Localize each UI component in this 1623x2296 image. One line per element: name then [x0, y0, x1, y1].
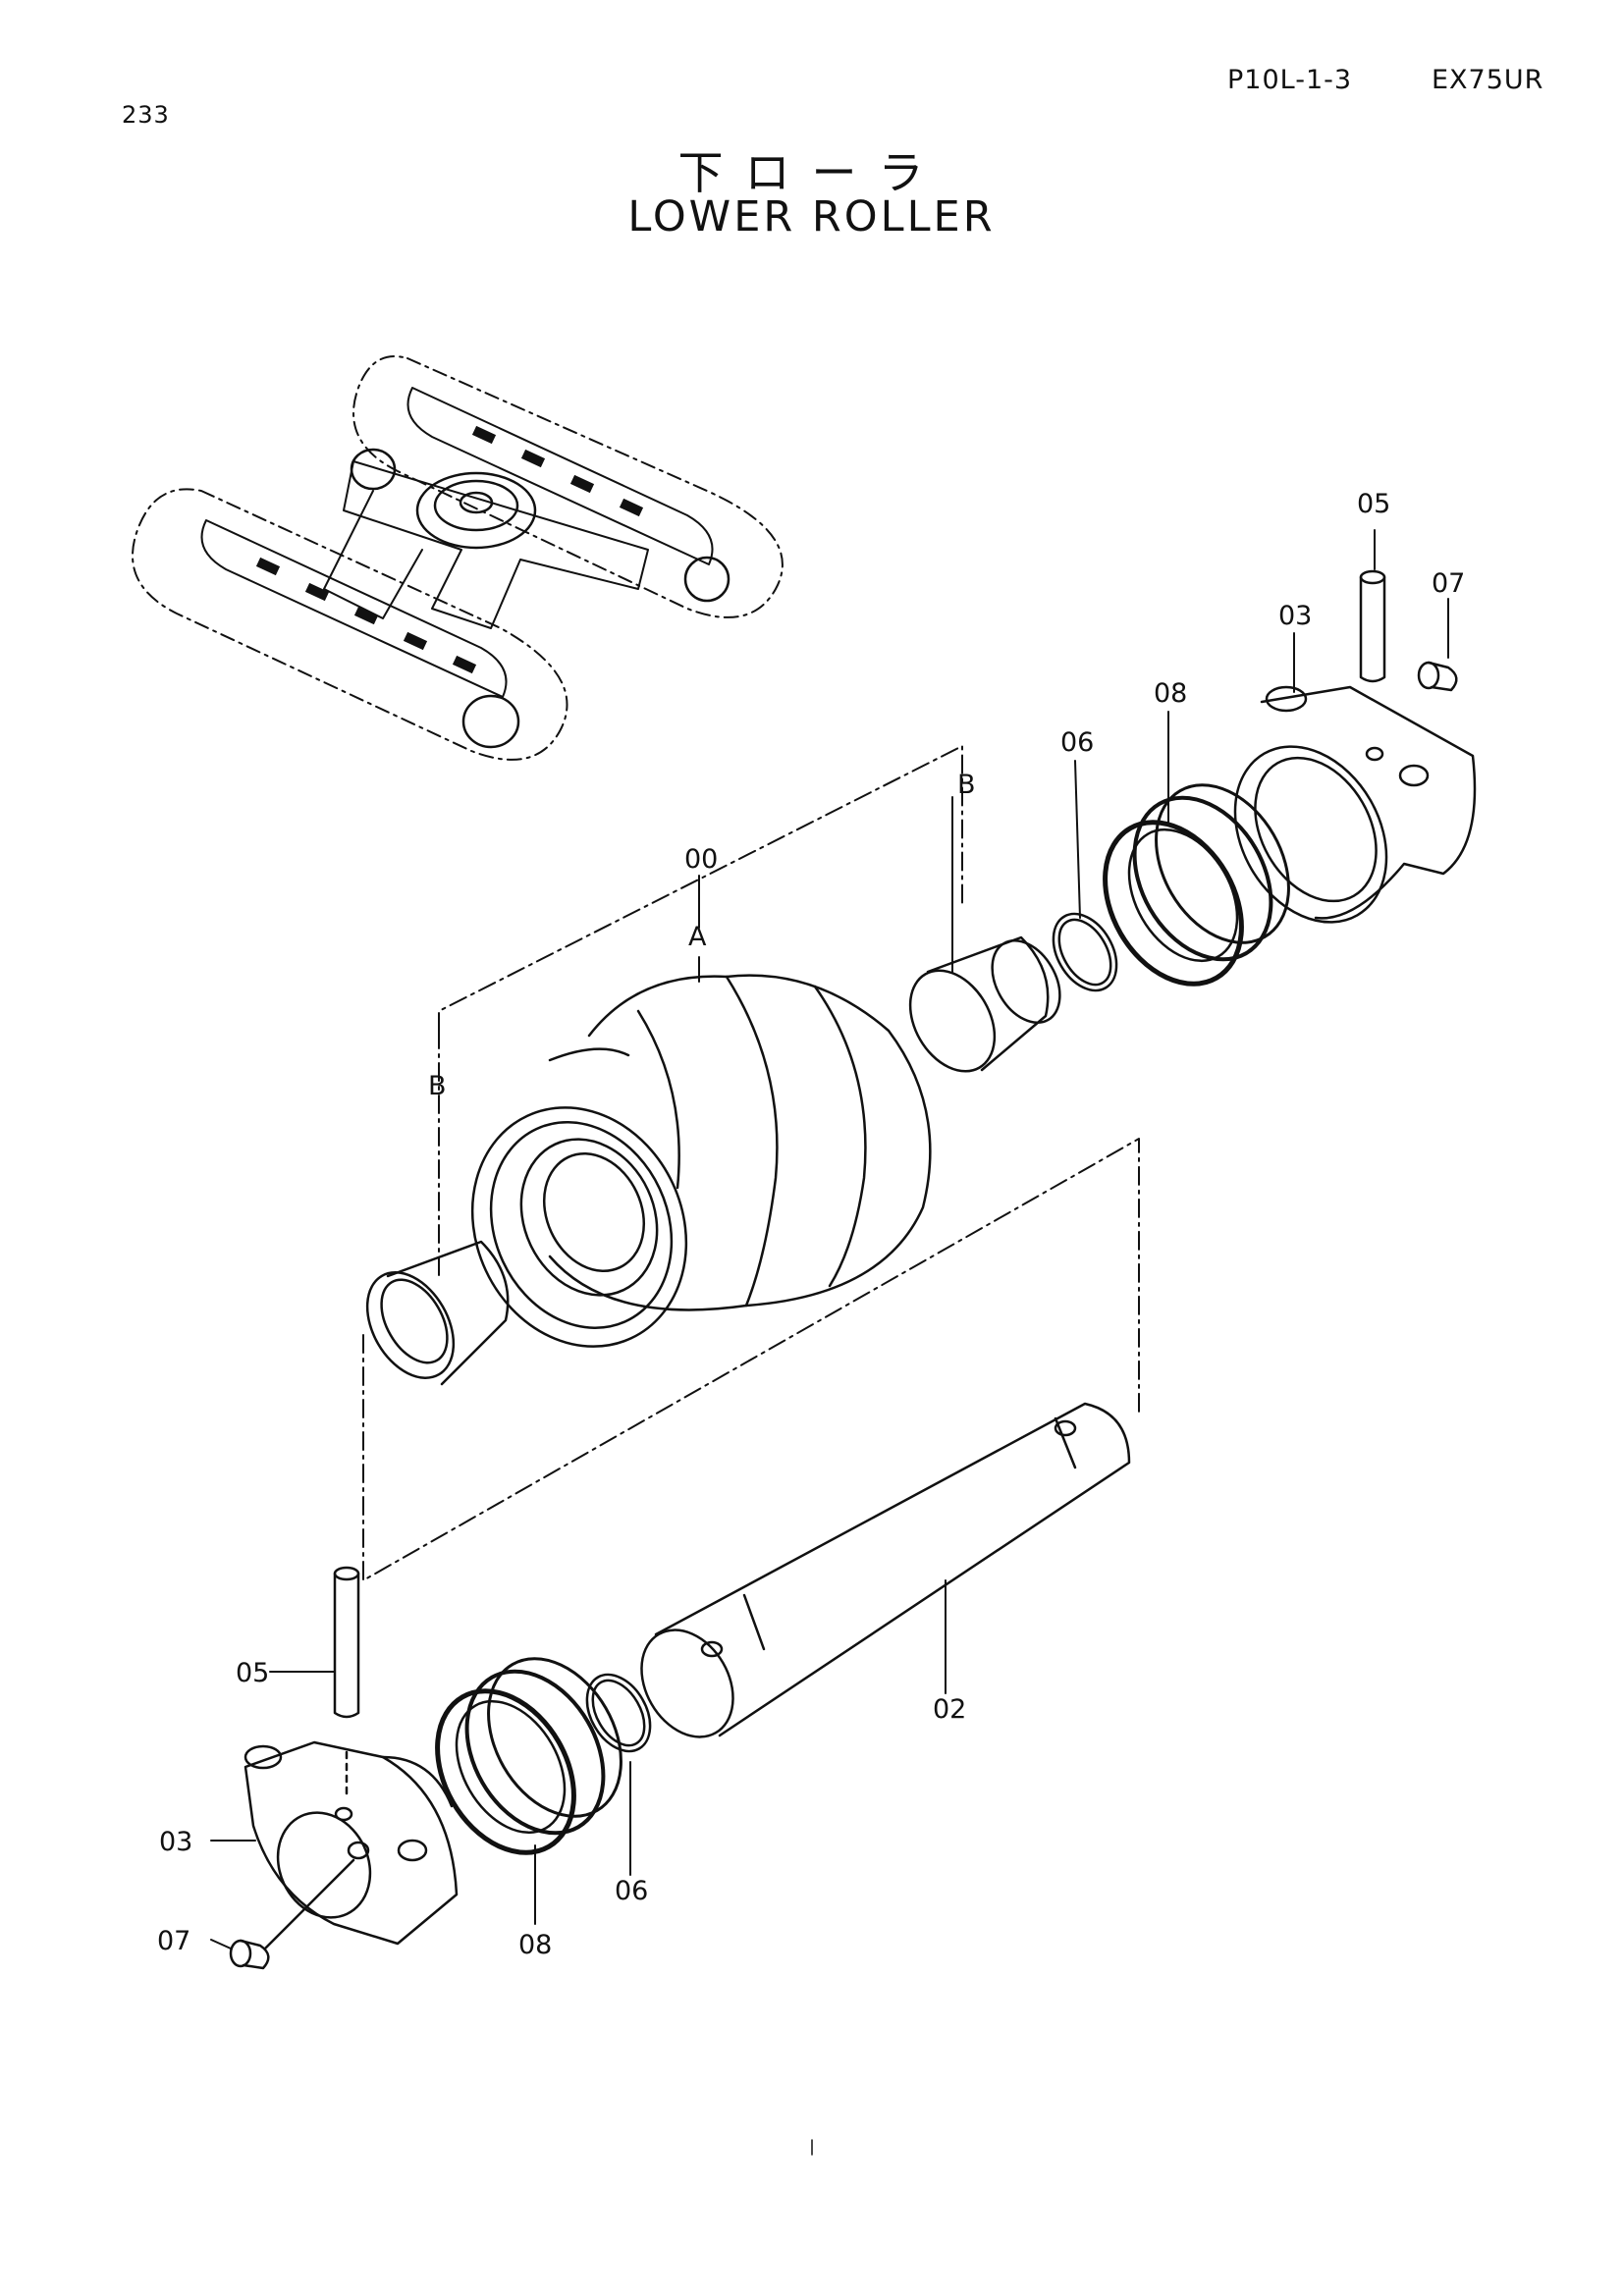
bushing-right [908, 935, 1061, 1073]
ref-label-b-left: B [428, 1071, 447, 1101]
callout-06-top: 06 [1060, 727, 1094, 758]
title-english: LOWER ROLLER [627, 192, 996, 241]
callout-08-top: 08 [1154, 678, 1187, 709]
model-code: EX75UR [1432, 65, 1544, 95]
reference-lines [362, 745, 1140, 1581]
pin-right [1359, 569, 1386, 683]
title-japanese: 下ローラ [677, 146, 946, 199]
plug-right [1417, 661, 1458, 692]
leader-lines [210, 529, 1449, 1949]
page-code: P10L-1-3 [1227, 65, 1353, 95]
bushing-left [365, 1240, 510, 1386]
callout-05-top: 05 [1357, 489, 1390, 519]
lower-roller-body [470, 974, 932, 1348]
o-ring-right [1052, 912, 1118, 992]
callout-00: 00 [684, 844, 718, 875]
callout-07-top: 07 [1432, 568, 1465, 599]
callout-08-bottom: 08 [518, 1930, 552, 1960]
plug-left [229, 1858, 355, 1970]
callout-03-top: 03 [1278, 601, 1312, 631]
pin-left [333, 1566, 360, 1798]
bracket-right [1233, 685, 1477, 924]
shaft [640, 1402, 1131, 1738]
callout-05-bottom: 05 [236, 1658, 269, 1688]
bracket-left [243, 1740, 459, 1946]
ref-label-a: A [688, 922, 707, 952]
callout-07-bottom: 07 [157, 1926, 190, 1956]
floating-seal-left [435, 1657, 622, 1855]
undercarriage-overview [132, 355, 784, 761]
callout-06-bottom: 06 [615, 1876, 648, 1906]
callout-02: 02 [933, 1694, 966, 1725]
page-number: 233 [122, 101, 170, 129]
callout-03-bottom: 03 [159, 1827, 192, 1857]
floating-seal-right [1103, 783, 1290, 987]
o-ring-left [585, 1673, 652, 1753]
ref-label-b-right: B [957, 770, 976, 800]
callout-labels: 00 A B B 05 07 03 08 06 02 05 03 07 08 0… [157, 489, 1465, 1960]
